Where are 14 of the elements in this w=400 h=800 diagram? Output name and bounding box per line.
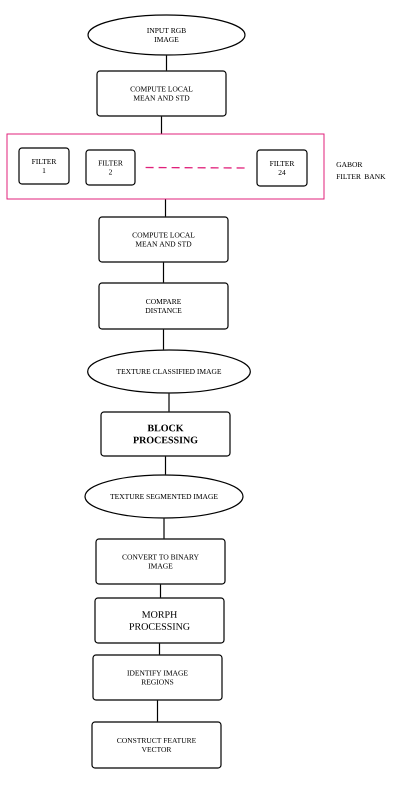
connector-line — [162, 330, 164, 350]
connector-line — [156, 700, 158, 722]
process-box: MORPH PROCESSING — [94, 597, 225, 644]
connector-line — [162, 262, 164, 282]
connector-line — [160, 116, 162, 134]
connector-line — [163, 518, 165, 538]
process-box: BLOCK PROCESSING — [100, 411, 231, 457]
connector-line — [164, 456, 166, 474]
connector-line — [158, 644, 160, 654]
connector-line — [166, 56, 168, 70]
dashed-line — [146, 166, 246, 169]
connector-line — [160, 584, 162, 598]
connector-line — [164, 200, 166, 216]
connector-line — [168, 394, 170, 412]
